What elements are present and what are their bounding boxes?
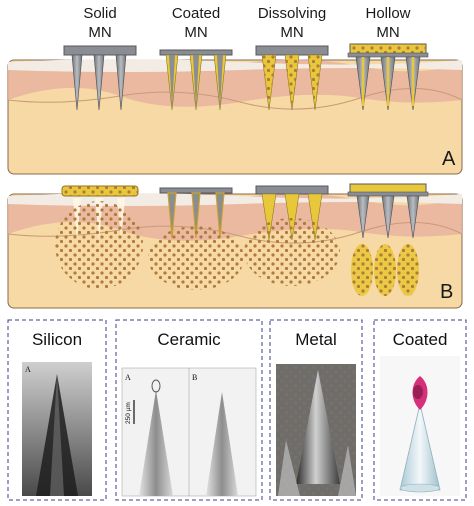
photo-title-coated: Coated [393, 330, 448, 349]
ceramic-mark-b: B [192, 373, 197, 382]
photo-title-ceramic: Ceramic [157, 330, 221, 349]
label-coated-line2: MN [184, 24, 207, 41]
hollow-mn-b [347, 183, 429, 296]
dissolving-mn-a [255, 45, 329, 111]
solid-mn-a [63, 45, 137, 111]
label-hollow-line2: MN [376, 24, 399, 41]
silicon-mark-a: A [25, 365, 31, 374]
ceramic-scale-bar: 250 µm [125, 402, 132, 424]
microneedle-type-labels: Solid MN Coated MN Dissolving MN Hollow … [83, 5, 410, 41]
ceramic-mark-a: A [125, 373, 131, 382]
panel-letter-b: B [440, 281, 453, 303]
label-hollow-line1: Hollow [365, 5, 410, 22]
solid-mn-b [55, 185, 143, 289]
coated-mn-b [148, 187, 244, 290]
photo-title-silicon: Silicon [32, 330, 82, 349]
photo-metal: Metal [269, 319, 363, 501]
photo-silicon: Silicon A [7, 319, 107, 501]
panel-a: A [7, 43, 463, 175]
label-dissolving-line2: MN [280, 24, 303, 41]
panel-letter-a: A [442, 148, 456, 170]
photo-ceramic: Ceramic A B 250 µm [115, 319, 263, 501]
hollow-mn-a [347, 43, 429, 111]
label-coated-line1: Coated [172, 5, 220, 22]
photo-title-metal: Metal [295, 330, 337, 349]
label-solid-line2: MN [88, 24, 111, 41]
panel-b: B [7, 183, 463, 309]
label-solid-line1: Solid [83, 5, 116, 22]
label-dissolving-line1: Dissolving [258, 5, 326, 22]
coated-mn-a [159, 49, 233, 111]
photo-coated: Coated [373, 319, 467, 501]
dissolving-mn-b [244, 185, 340, 286]
